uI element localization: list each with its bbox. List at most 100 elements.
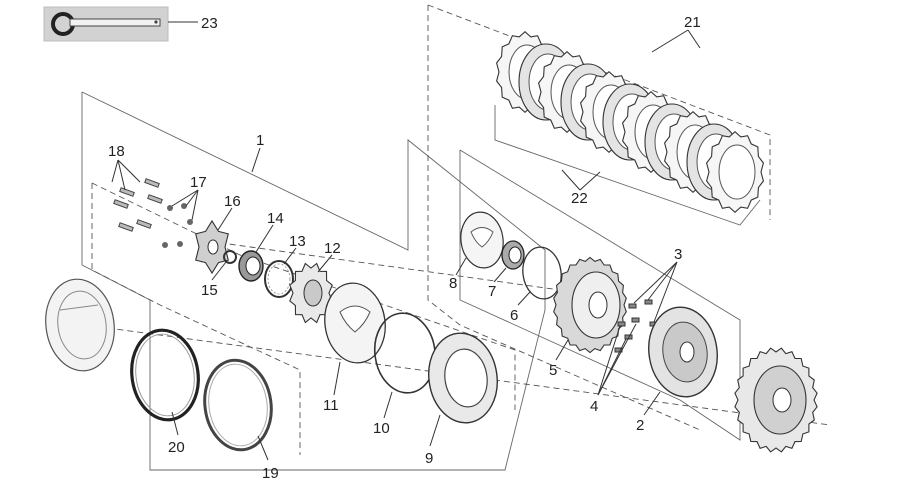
leader-3c xyxy=(653,261,678,323)
plate-9-inner xyxy=(444,348,488,408)
ring-6 xyxy=(522,246,562,300)
nuts-17-part xyxy=(162,203,193,248)
leader-7 xyxy=(493,267,507,283)
leader-8 xyxy=(455,257,467,276)
leader-9 xyxy=(429,414,441,447)
clutch-cover xyxy=(45,278,115,372)
upper-axis xyxy=(199,239,561,291)
callout-19: 19 xyxy=(262,465,279,482)
pin xyxy=(628,303,637,309)
leader-3b xyxy=(647,261,678,301)
cover-rib xyxy=(59,304,99,311)
leader-21 xyxy=(651,29,689,53)
callout-6: 6 xyxy=(510,307,518,324)
leader-4a xyxy=(597,325,621,396)
frame-group-2 xyxy=(459,149,741,441)
leader-19 xyxy=(257,435,269,461)
hub-2-part xyxy=(648,306,718,398)
pin xyxy=(617,321,626,327)
leader-17b xyxy=(185,189,199,207)
tool-hole xyxy=(154,20,158,24)
pin xyxy=(631,317,640,323)
ring-6-part xyxy=(522,246,562,300)
nut xyxy=(187,219,193,225)
leader-22 xyxy=(561,169,581,191)
callout-5: 5 xyxy=(549,362,557,379)
callout-22: 22 xyxy=(571,190,588,207)
leader-1 xyxy=(251,147,261,173)
gasket-19-part xyxy=(203,358,273,452)
callout-14: 14 xyxy=(267,210,284,227)
leader-16 xyxy=(217,207,233,231)
circlip-13-part xyxy=(264,260,294,298)
gasket-20-part xyxy=(130,328,200,422)
circlip-inner xyxy=(267,263,291,295)
leader-14 xyxy=(255,224,274,253)
primary-gear-part xyxy=(734,347,818,453)
primary-gear-bore xyxy=(772,387,792,413)
callout-labels: 23 21 22 1 18 17 16 15 14 13 12 11 10 9 … xyxy=(108,14,701,482)
bearing-14-part xyxy=(238,250,264,282)
basket-5-part xyxy=(553,256,627,354)
leader-22b xyxy=(579,171,601,191)
leader-20 xyxy=(171,411,179,436)
leader-18c xyxy=(117,159,141,183)
group-frames xyxy=(81,4,771,471)
callout-17: 17 xyxy=(190,174,207,191)
spring-plate-16-part xyxy=(195,219,229,275)
basket-bore xyxy=(588,291,608,319)
dash-frame-top xyxy=(427,5,701,431)
callout-2: 2 xyxy=(636,417,644,434)
nut xyxy=(181,203,187,209)
callout-7: 7 xyxy=(488,283,496,300)
leader-11 xyxy=(333,361,341,396)
pressure-plate-12-part xyxy=(289,262,333,324)
stud xyxy=(147,194,163,204)
washer xyxy=(223,250,237,264)
callout-18: 18 xyxy=(108,143,125,160)
callout-15: 15 xyxy=(201,282,218,299)
gasket-inner-19 xyxy=(208,363,268,447)
plate-8-part xyxy=(460,211,504,269)
washer-15-part xyxy=(223,250,237,264)
callout-3: 3 xyxy=(674,246,682,263)
leader-3a xyxy=(633,261,678,304)
stud xyxy=(144,178,160,188)
leader-5 xyxy=(555,339,569,361)
friction-plate-bore xyxy=(718,144,756,200)
leader-15 xyxy=(211,261,227,281)
leader-17a xyxy=(171,189,199,207)
studs-18-part xyxy=(113,178,163,232)
plate-8-window xyxy=(470,227,494,248)
gasket-outer-19 xyxy=(203,358,273,452)
callout-12: 12 xyxy=(324,240,341,257)
callout-9: 9 xyxy=(425,450,433,467)
nut xyxy=(162,242,168,248)
callout-20: 20 xyxy=(168,439,185,456)
stud xyxy=(118,222,134,232)
frame-group-22 xyxy=(494,105,761,226)
callout-23: 23 xyxy=(201,15,218,32)
bearing-7-inner xyxy=(508,246,522,264)
leader-4c xyxy=(597,323,637,396)
clutch-plate-stack xyxy=(495,30,765,214)
circlip xyxy=(264,260,294,298)
nut xyxy=(177,241,183,247)
tool-wrench-part xyxy=(43,6,169,42)
leader-10 xyxy=(383,391,393,419)
stud xyxy=(119,187,135,197)
pressure-plate-hub xyxy=(303,279,323,307)
leader-12 xyxy=(317,254,333,273)
callout-8: 8 xyxy=(449,275,457,292)
callout-16: 16 xyxy=(224,193,241,210)
plate-9-part xyxy=(428,332,498,424)
disc-11-part xyxy=(324,282,386,364)
leader-17c xyxy=(191,189,199,221)
dash-frame-left xyxy=(91,183,301,455)
callout-1: 1 xyxy=(256,132,264,149)
stud xyxy=(136,219,152,229)
clutch-cover-inner xyxy=(57,290,107,360)
gasket-outer-20 xyxy=(130,328,200,422)
leader-6 xyxy=(517,291,531,306)
